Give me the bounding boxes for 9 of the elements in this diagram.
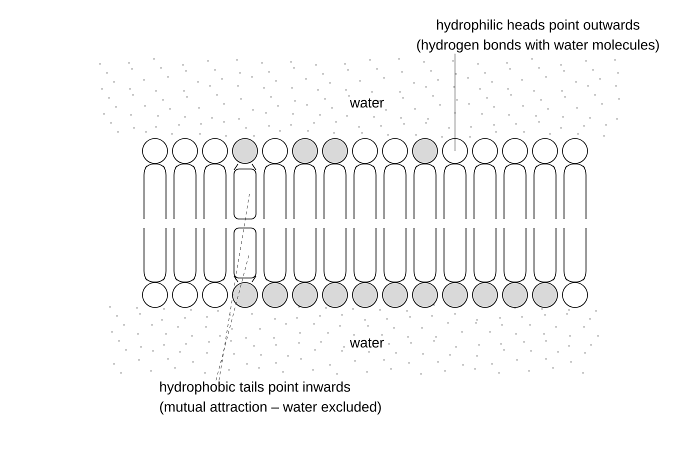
leader-line — [218, 194, 250, 380]
callout-text: hydrophilic heads point outwards (hydrogen bonds with water molecules) — [417, 19, 659, 53]
tail-shape — [234, 168, 256, 220]
head-circle — [442, 138, 468, 164]
region-label: water — [350, 98, 384, 108]
leader-line — [454, 54, 456, 152]
callout-text: hydrophobic tails point inwards (mutual attraction – water excluded) — [160, 381, 381, 415]
region-label: water — [350, 338, 384, 348]
tail-shape — [234, 228, 256, 278]
